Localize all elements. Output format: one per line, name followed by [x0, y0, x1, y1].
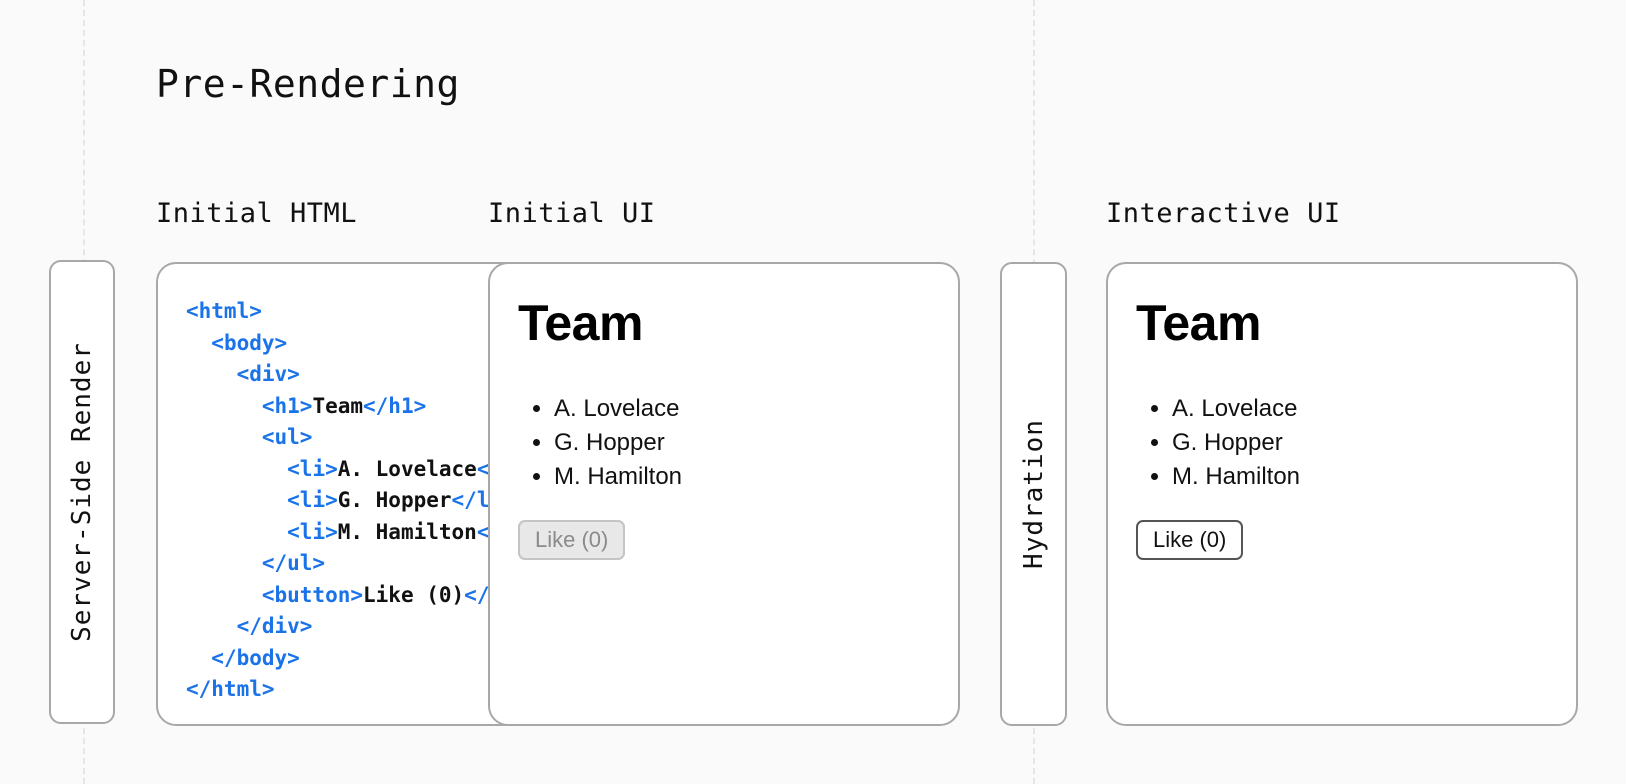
html-code-block: <html> <body> <div> <h1>Team</h1> <ul> <… — [186, 296, 532, 706]
list-item: A. Lovelace — [554, 392, 682, 426]
code-line: <div> — [236, 362, 300, 386]
list-item: M. Hamilton — [1172, 460, 1300, 494]
code-line: <html> — [186, 299, 262, 323]
list-item: M. Hamilton — [554, 460, 682, 494]
hydration-label: Hydration — [1018, 419, 1049, 569]
interactive-ui-card: Team A. Lovelace G. Hopper M. Hamilton L… — [1106, 262, 1578, 726]
code-line: <h1>Team</h1> — [261, 393, 427, 418]
code-line: </ul> — [261, 551, 326, 575]
server-side-render-box: Server-Side Render — [49, 260, 115, 724]
list-item: G. Hopper — [1172, 426, 1300, 460]
code-line: <button>Like (0)</button> — [261, 582, 532, 607]
code-line: </body> — [211, 645, 300, 670]
initial-html-card: <html> <body> <div> <h1>Team</h1> <ul> <… — [156, 262, 534, 726]
code-line: <li>A. Lovelace</li> — [287, 456, 532, 481]
interactive-ui-team-list: A. Lovelace G. Hopper M. Hamilton — [1136, 392, 1300, 494]
initial-ui-team-heading: Team — [518, 295, 643, 351]
like-button[interactable]: Like (0) — [1136, 520, 1244, 560]
initial-ui-team-list: A. Lovelace G. Hopper M. Hamilton — [518, 392, 682, 494]
code-line: <li>G. Hopper</li> — [287, 488, 515, 512]
initial-ui-card: Team A. Lovelace G. Hopper M. Hamilton L… — [488, 262, 960, 726]
interactive-ui-heading: Interactive UI — [1106, 198, 1341, 229]
list-item: G. Hopper — [554, 426, 682, 460]
hydration-box: Hydration — [1000, 262, 1067, 726]
code-line: </html> — [186, 677, 275, 701]
code-line: <ul> — [261, 425, 313, 449]
code-line: </div> — [236, 614, 313, 638]
initial-ui-like-button: Like (0) — [518, 520, 626, 560]
code-line: <li>M. Hamilton</li> — [287, 519, 532, 544]
code-line: <body> — [211, 330, 288, 355]
page-title: Pre-Rendering — [156, 62, 460, 106]
initial-ui-heading: Initial UI — [488, 198, 656, 229]
initial-html-heading: Initial HTML — [156, 198, 358, 229]
server-side-render-label: Server-Side Render — [67, 342, 97, 642]
list-item: A. Lovelace — [1172, 392, 1300, 426]
interactive-ui-team-heading: Team — [1136, 295, 1261, 351]
